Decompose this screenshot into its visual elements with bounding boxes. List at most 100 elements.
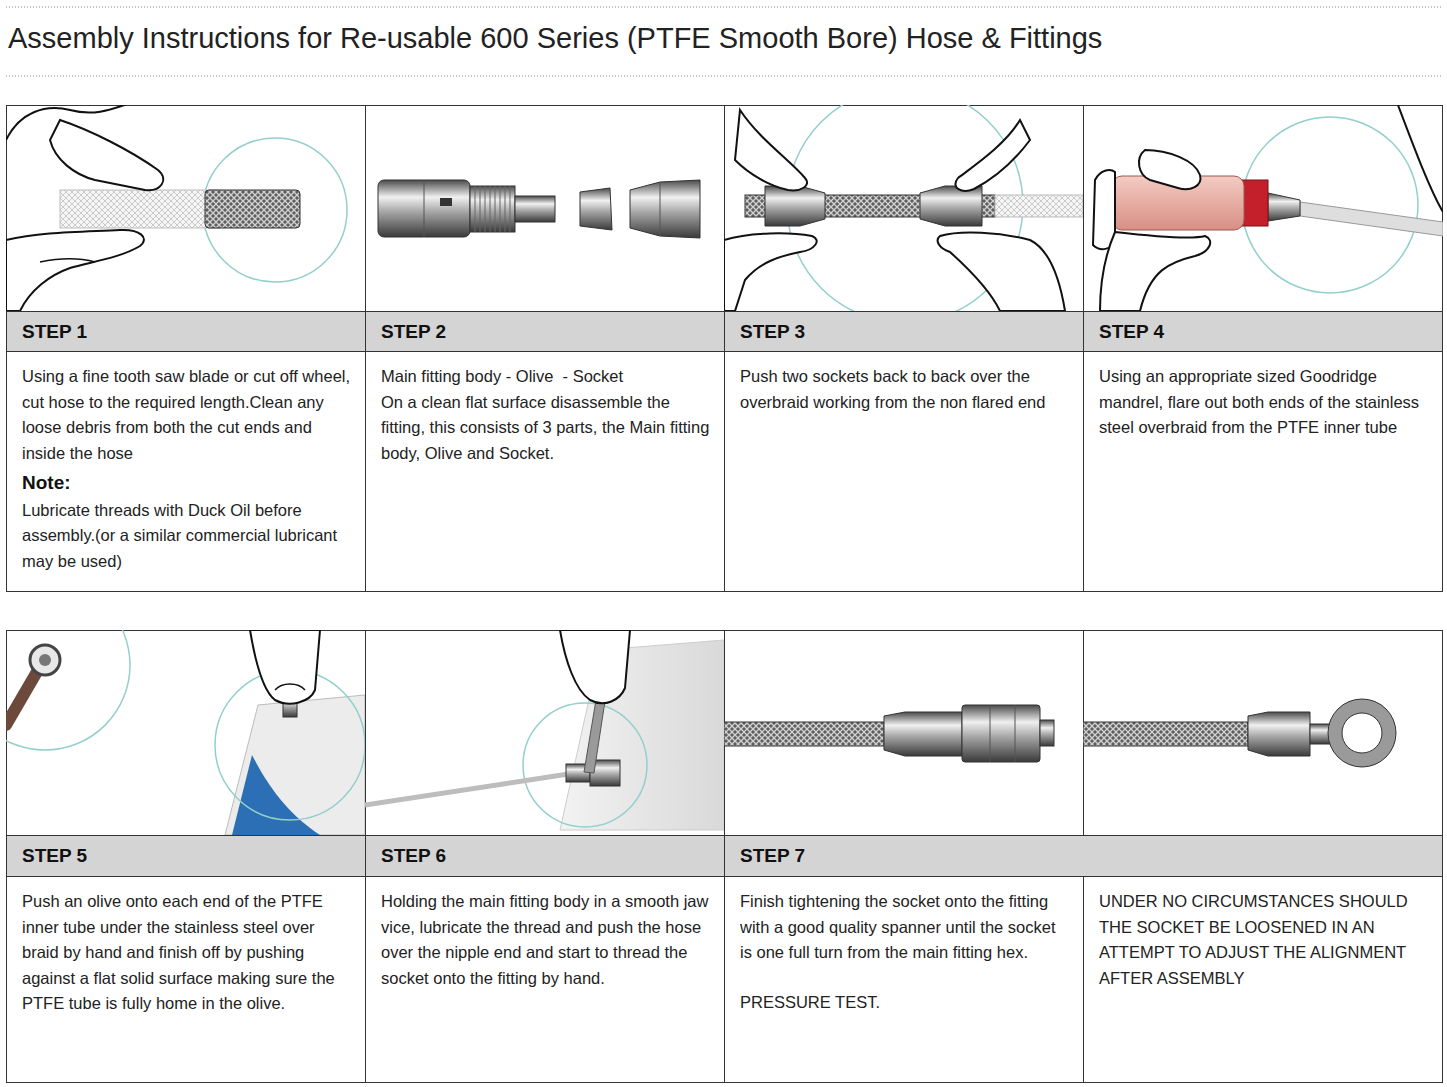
step-band: STEP 5 bbox=[7, 835, 365, 877]
cut-hose-figure bbox=[60, 190, 220, 228]
panel-body: Using a fine tooth saw blade or cut off … bbox=[7, 352, 365, 592]
dotted-rule bbox=[6, 7, 1443, 8]
olive-push-figure bbox=[232, 755, 320, 835]
step-text: Using a fine tooth saw blade or cut off … bbox=[22, 364, 353, 466]
olive-push-figure bbox=[30, 645, 60, 675]
step-panel: STEP 6 Holding the main fitting body in a… bbox=[366, 835, 724, 1083]
step-text: Push an olive onto each end of the PTFE … bbox=[22, 889, 353, 1017]
olive-push-figure bbox=[6, 670, 38, 725]
step-heading: STEP 6 bbox=[366, 836, 724, 867]
fitting-parts-figure bbox=[378, 180, 470, 237]
vice-figure bbox=[365, 630, 724, 830]
panel-body: UNDER NO CIRCUMSTANCES SHOULD THE SOCKET… bbox=[1084, 877, 1442, 1083]
banjo-fitting-figure bbox=[1335, 706, 1389, 760]
sockets-on-hose-figure bbox=[955, 120, 1030, 191]
cut-hose-figure bbox=[6, 105, 347, 311]
cut-hose-figure bbox=[203, 138, 347, 282]
sockets-on-hose-figure bbox=[724, 233, 817, 311]
step-band: STEP 7 bbox=[725, 835, 1442, 877]
fitting-parts-figure bbox=[660, 182, 661, 236]
step-heading: STEP 7 bbox=[725, 836, 1442, 867]
finished-fitting-figure bbox=[1015, 705, 1016, 762]
cut-hose-figure bbox=[50, 120, 163, 190]
olive-push-figure bbox=[39, 654, 51, 666]
banjo-fitting-figure bbox=[1342, 713, 1382, 753]
warning-text: UNDER NO CIRCUMSTANCES SHOULD THE SOCKET… bbox=[1099, 889, 1430, 991]
step-heading: STEP 1 bbox=[7, 312, 365, 343]
step-panel: STEP 7 Finish tightening the socket onto … bbox=[725, 835, 1442, 1083]
sockets-on-hose-figure bbox=[724, 105, 1083, 311]
fitting-parts-figure bbox=[424, 180, 425, 237]
sockets-on-hose-figure bbox=[995, 195, 1083, 217]
step-heading: STEP 3 bbox=[725, 312, 1083, 343]
cut-hose-figure bbox=[205, 190, 300, 228]
fitting-parts-figure bbox=[440, 198, 452, 206]
finished-fitting-figure bbox=[1040, 720, 1054, 746]
grid-lines bbox=[7, 105, 1443, 1083]
cut-hose-figure bbox=[6, 105, 140, 140]
panel-body: Finish tightening the socket onto the fi… bbox=[725, 877, 1083, 1083]
fitting-parts-figure bbox=[470, 186, 515, 232]
mandrel-figure bbox=[1268, 193, 1300, 221]
banjo-fitting-figure bbox=[1083, 722, 1248, 746]
grid-lines bbox=[7, 106, 1443, 592]
fitting-parts-figure bbox=[475, 186, 510, 232]
step-band: STEP 4 bbox=[1084, 311, 1442, 352]
panel-body: Using an appropriate sized Goodridge man… bbox=[1084, 352, 1442, 592]
dotted-rule bbox=[6, 7, 1443, 76]
panel-body: Holding the main fitting body in a smoot… bbox=[366, 877, 724, 1083]
step-text: Using an appropriate sized Goodridge man… bbox=[1099, 364, 1430, 441]
olive-push-figure bbox=[250, 630, 320, 704]
panel-body: Main fitting body - Olive - SocketOn a c… bbox=[366, 352, 724, 592]
step-heading: STEP 4 bbox=[1084, 312, 1442, 343]
banjo-fitting-figure bbox=[1248, 712, 1310, 756]
step-panel: STEP 1 Using a fine tooth saw blade or cu… bbox=[7, 311, 365, 592]
vice-figure bbox=[560, 630, 630, 703]
warning-panel: UNDER NO CIRCUMSTANCES SHOULD THE SOCKET… bbox=[1084, 877, 1442, 1083]
step-heading: STEP 2 bbox=[366, 312, 724, 343]
dotted-rule bbox=[6, 76, 1443, 77]
sockets-on-hose-figure bbox=[765, 186, 825, 226]
finished-fitting-figure bbox=[724, 722, 884, 746]
cut-hose-figure bbox=[6, 230, 144, 311]
olive-push-figure bbox=[225, 695, 365, 835]
note-text: Lubricate threads with Duck Oil before a… bbox=[22, 498, 353, 575]
panel-body: Push an olive onto each end of the PTFE … bbox=[7, 877, 365, 1083]
step-heading: STEP 5 bbox=[7, 836, 365, 867]
fitting-parts-figure bbox=[378, 180, 700, 238]
cut-hose-figure bbox=[40, 259, 95, 262]
sockets-on-hose-figure bbox=[735, 110, 807, 190]
panel-body: Push two sockets back to back over the o… bbox=[725, 352, 1083, 592]
note-heading: Note: bbox=[22, 468, 353, 497]
mandrel-figure bbox=[1100, 232, 1210, 311]
mandrel-figure bbox=[1139, 150, 1200, 189]
step-panel: STEP 2 Main fitting body - Olive - Socket… bbox=[366, 311, 724, 592]
step-text: On a clean flat surface disassemble the … bbox=[381, 390, 712, 467]
sockets-on-hose-figure bbox=[938, 233, 1065, 311]
olive-push-figure bbox=[275, 684, 305, 690]
fitting-parts-figure bbox=[515, 196, 555, 222]
mandrel-figure bbox=[1093, 170, 1115, 249]
step-panel: STEP 5 Push an olive onto each end of the… bbox=[7, 835, 365, 1083]
step-text: Main fitting body - Olive - Socket bbox=[381, 364, 712, 390]
finished-fitting-figure bbox=[962, 705, 1040, 762]
step-panel: STEP 4 Using an appropriate sized Goodrid… bbox=[1084, 311, 1442, 592]
pressure-test-note: PRESSURE TEST. bbox=[740, 990, 1071, 1016]
grid-lines bbox=[7, 631, 1443, 1083]
olive-push-figure bbox=[6, 630, 365, 835]
step-band: STEP 6 bbox=[366, 835, 724, 877]
banjo-fitting-figure bbox=[1083, 699, 1396, 767]
sockets-on-hose-figure bbox=[920, 186, 982, 226]
mandrel-figure bbox=[1398, 105, 1443, 212]
banjo-fitting-figure bbox=[1328, 699, 1396, 767]
step-panel: STEP 3 Push two sockets back to back over… bbox=[725, 311, 1083, 592]
vice-figure bbox=[584, 700, 605, 773]
step-band: STEP 2 bbox=[366, 311, 724, 352]
finished-fitting-figure bbox=[884, 712, 962, 756]
olive-push-figure bbox=[6, 630, 130, 750]
finished-fitting-figure bbox=[990, 705, 991, 762]
finished-fitting-figure bbox=[724, 705, 1054, 762]
grid-lines bbox=[1083, 877, 1084, 1083]
fitting-parts-figure bbox=[630, 180, 700, 238]
